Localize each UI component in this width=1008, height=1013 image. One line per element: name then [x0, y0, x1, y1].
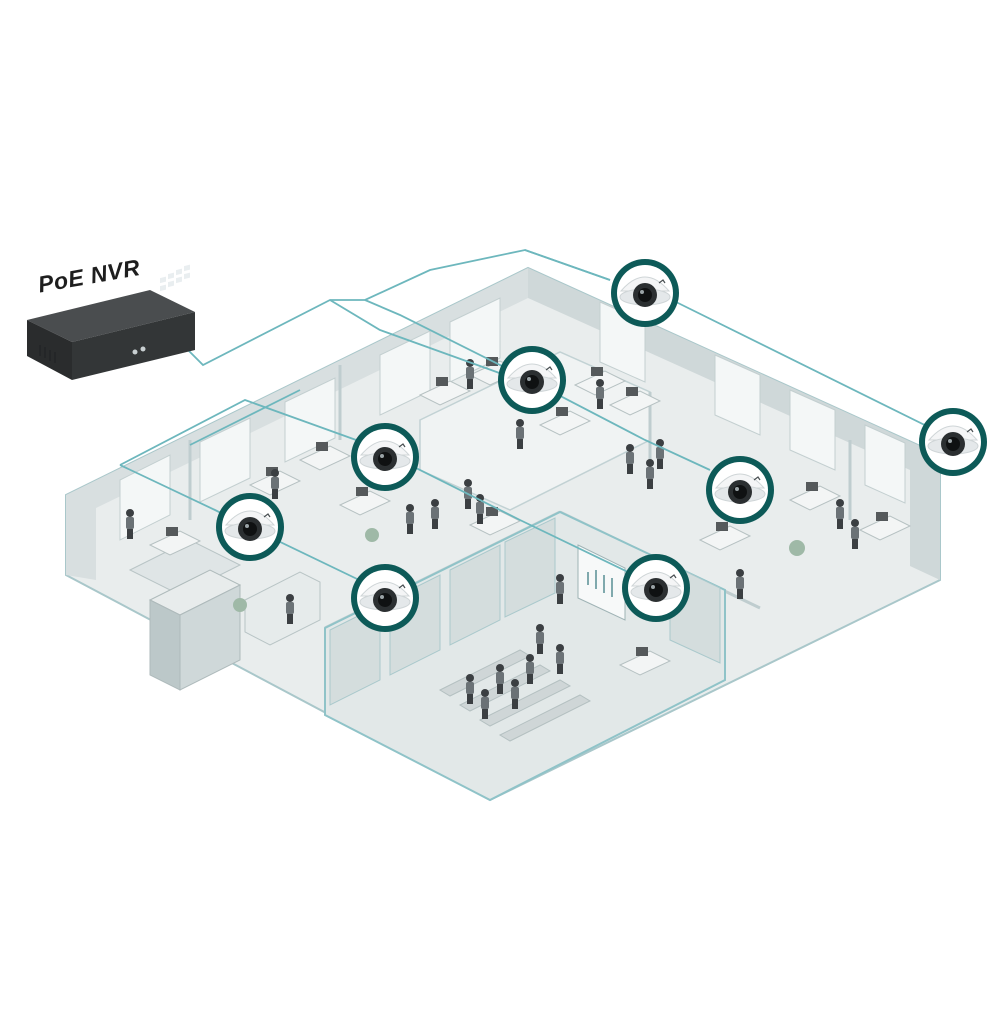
person-icon [526, 654, 534, 684]
person-icon [496, 664, 504, 694]
desk-icon [468, 507, 522, 536]
presentation-board [577, 544, 626, 621]
dome-camera-icon [919, 408, 987, 476]
dome-camera-icon [498, 346, 566, 414]
person-icon [836, 499, 844, 529]
person-icon [556, 644, 564, 674]
windows [119, 297, 906, 541]
desk-icon [298, 442, 352, 471]
person-icon [271, 469, 279, 499]
person-icon [126, 509, 134, 539]
desk-icon [698, 522, 752, 551]
desk-icon [618, 647, 672, 676]
person-icon [626, 444, 634, 474]
person-icon [596, 379, 604, 409]
person-icon [851, 519, 859, 549]
person-icon [481, 689, 489, 719]
elevator [148, 569, 242, 691]
back-wall-right [528, 268, 940, 580]
desk-icon [858, 512, 912, 541]
desk-icon [338, 487, 392, 516]
person-icon [656, 439, 664, 469]
front-desk [244, 571, 321, 646]
desk-icon [538, 407, 592, 436]
person-icon [556, 574, 564, 604]
person-icon [431, 499, 439, 529]
desk-icon [788, 482, 842, 511]
person-icon [736, 569, 744, 599]
person-icon [406, 504, 414, 534]
dome-camera-icon [216, 493, 284, 561]
person-icon [286, 594, 294, 624]
dome-camera-icon [706, 456, 774, 524]
desk-icon [148, 527, 202, 556]
desk-icon [418, 377, 472, 406]
dome-camera-icon [611, 259, 679, 327]
camera-layer [216, 259, 987, 632]
dome-camera-icon [351, 564, 419, 632]
person-icon [646, 459, 654, 489]
person-icon [536, 624, 544, 654]
plants [233, 528, 805, 612]
person-icon [516, 419, 524, 449]
desk-icon [608, 387, 662, 416]
person-icon [466, 674, 474, 704]
dome-camera-icon [351, 423, 419, 491]
dome-camera-icon [622, 554, 690, 622]
nvr-recorder-icon [27, 264, 195, 380]
person-icon [511, 679, 519, 709]
